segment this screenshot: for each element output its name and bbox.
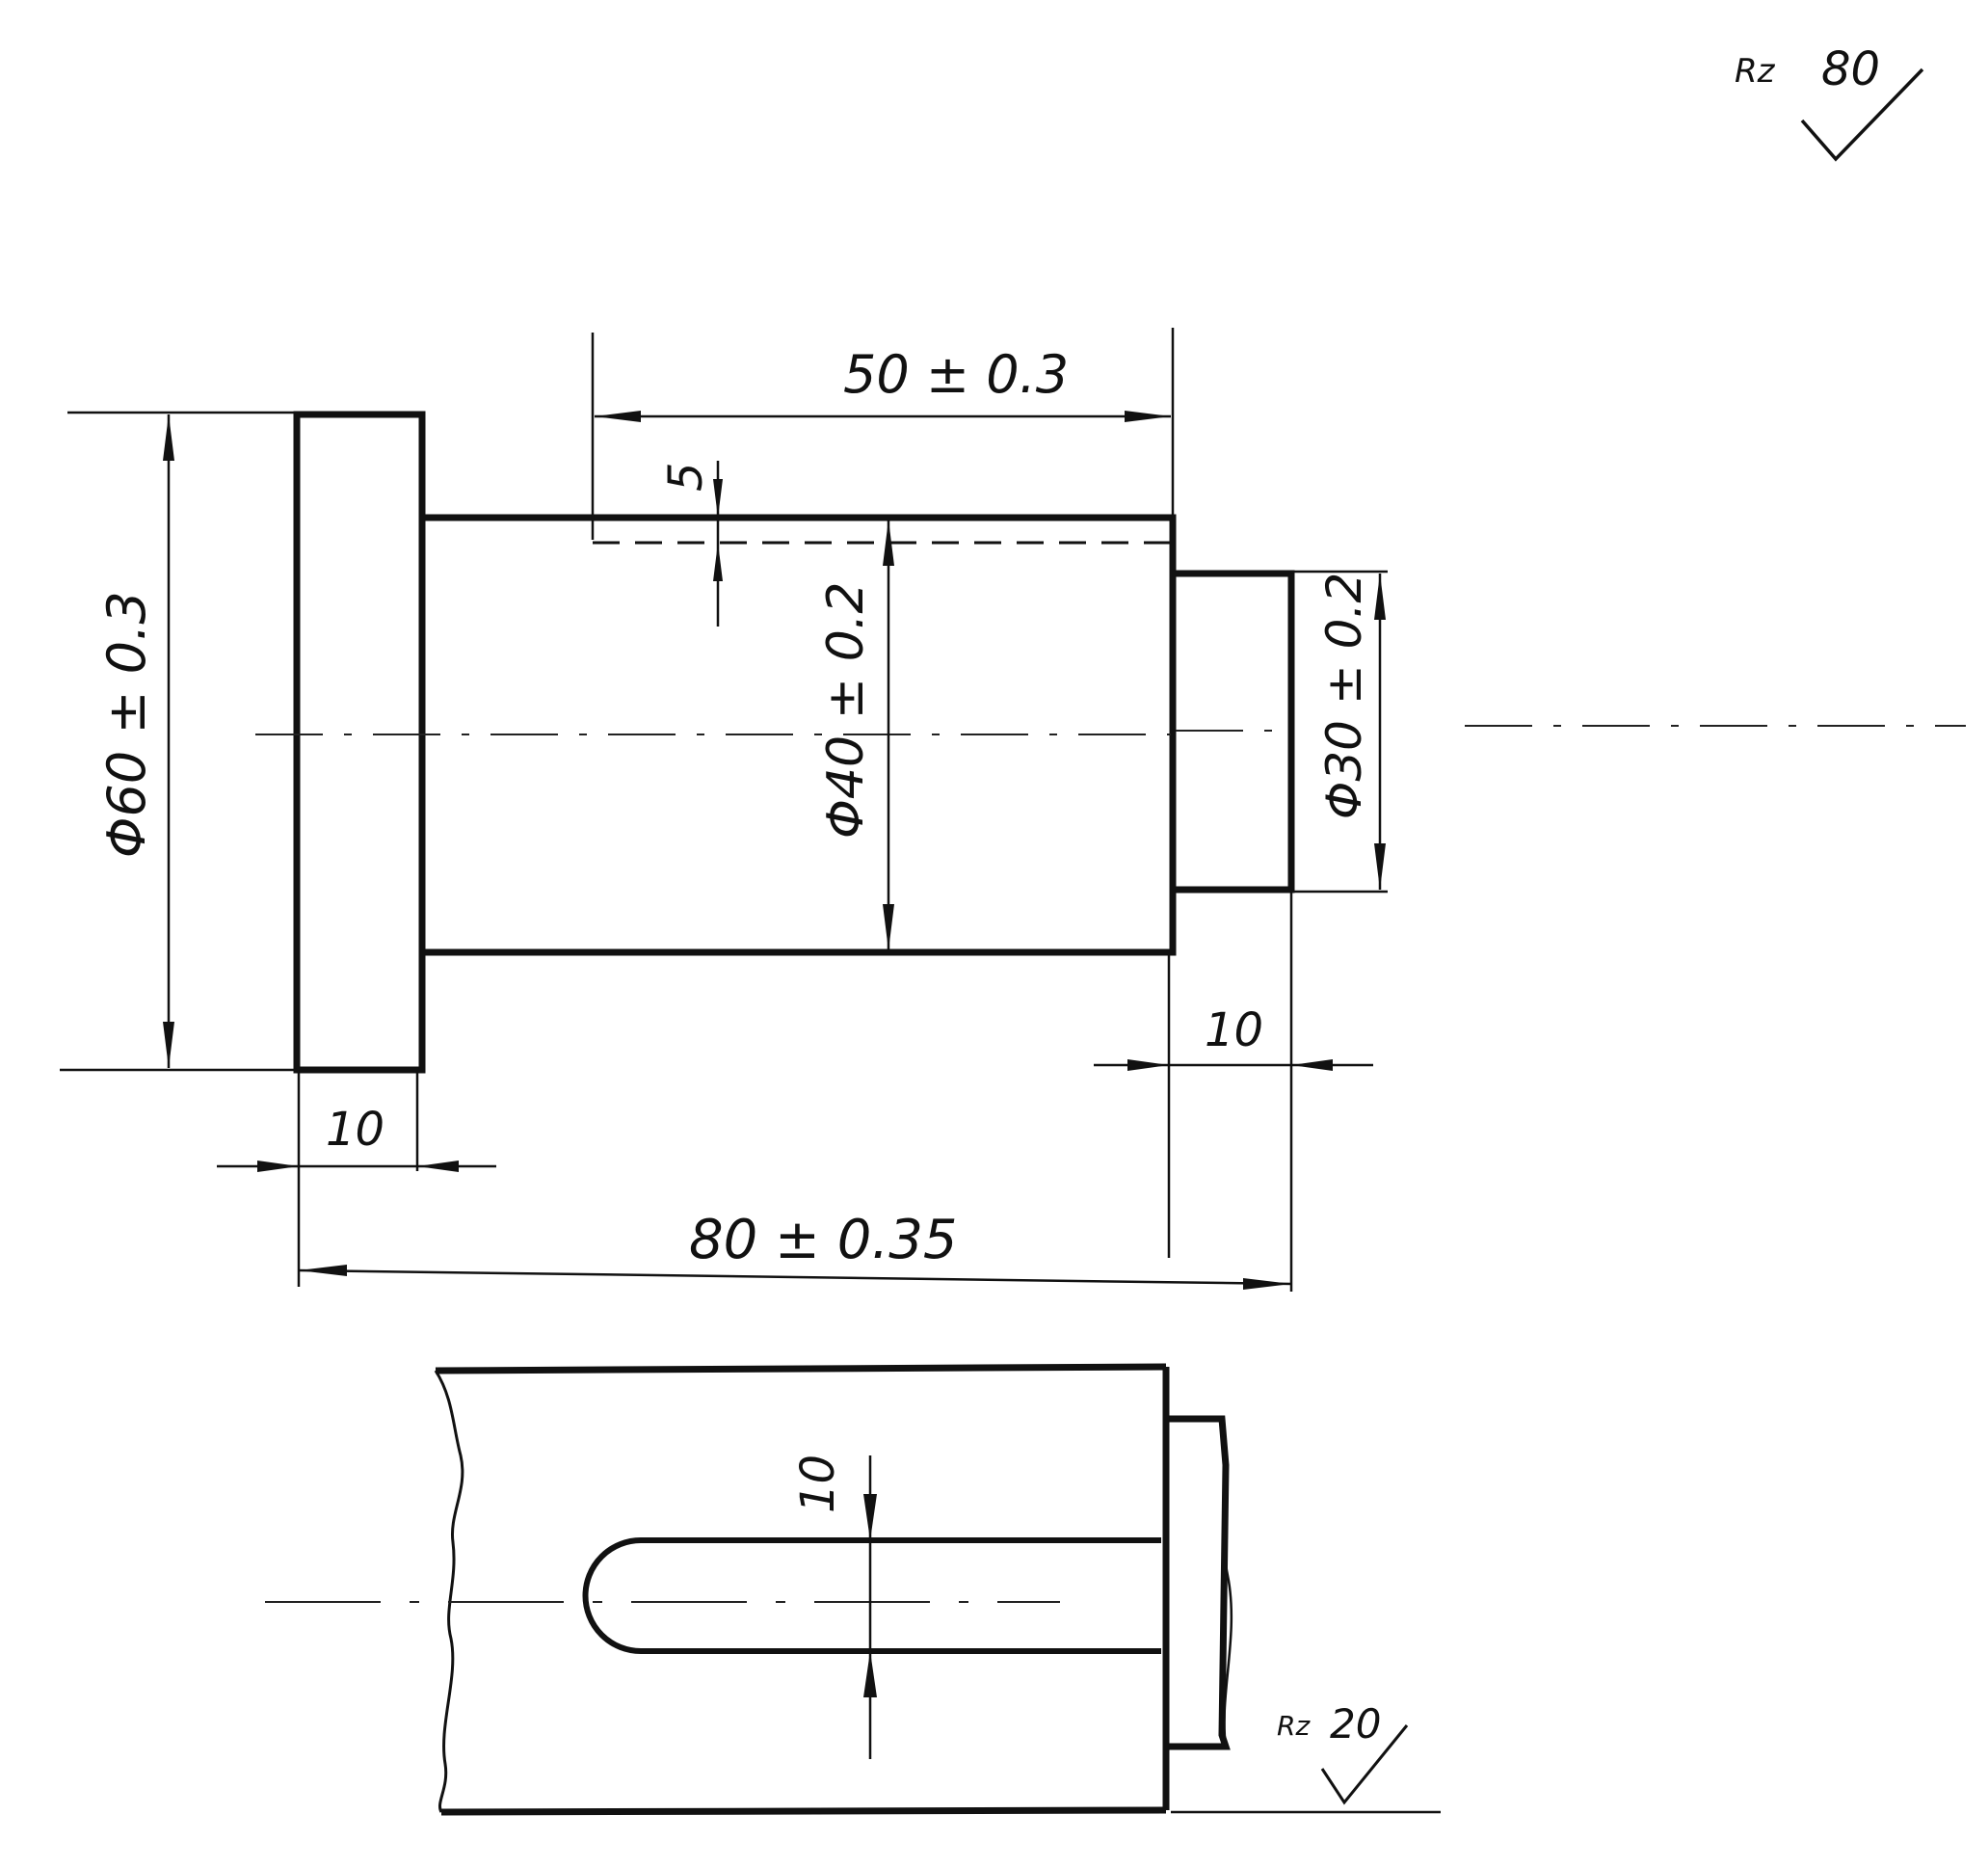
roughness-top-checkmark: [1800, 67, 1924, 162]
roughness-top-value: 80: [1821, 42, 1880, 96]
dim-text-10-left: 10: [326, 1103, 384, 1157]
arrow-10r-right: [1291, 1059, 1333, 1071]
arrow-d40-top: [883, 520, 894, 566]
roughness-symbol-bottom: Rz 20: [1277, 1700, 1409, 1805]
arrow-d30-bottom: [1374, 843, 1386, 890]
arrow-d40-bottom: [883, 904, 894, 950]
arrow-80-right: [1243, 1278, 1291, 1290]
shoulder-outline: [1173, 570, 1295, 894]
roughness-bottom-symbol: Rz: [1277, 1710, 1311, 1742]
bottom-view-shoulder: [1166, 1415, 1231, 1750]
bottom-view-top-edge: [435, 1363, 1167, 1374]
arrow-10r-left: [1127, 1059, 1169, 1071]
arrow-slot-top: [863, 1494, 877, 1540]
dim-text-d60: Φ60 ± 0.3: [96, 591, 157, 858]
roughness-top-symbol: Rz: [1735, 52, 1776, 91]
slot-outline: [582, 1537, 1161, 1654]
arrow-5-bottom: [713, 543, 723, 581]
side-view: Φ60 ± 0.3 50 ± 0.3 5 Φ40 ± 0.2 Φ30 ± 0.2…: [60, 328, 1966, 1292]
dim-text-50: 50 ± 0.3: [843, 344, 1069, 405]
arrow-50-right: [1125, 411, 1171, 422]
arrow-80-left: [299, 1265, 347, 1276]
arrow-d30-top: [1374, 574, 1386, 620]
dim-line-80: [298, 1268, 1292, 1286]
dim-text-d30: Φ30 ± 0.2: [1316, 573, 1372, 819]
arrow-50-left: [595, 411, 641, 422]
dim-text-10-right: 10: [1205, 1003, 1263, 1057]
break-line: [434, 1370, 464, 1813]
arrow-5-top: [713, 479, 723, 518]
roughness-bottom-value: 20: [1330, 1700, 1381, 1748]
dim-text-10-slot: 10: [791, 1454, 845, 1513]
arrow-10l-right: [417, 1161, 459, 1172]
roughness-symbol-top: Rz 80: [1735, 42, 1924, 162]
dim-text-5: 5: [659, 462, 713, 492]
roughness-bottom-checkmark: [1320, 1724, 1409, 1805]
flange-outline: [293, 411, 426, 1074]
bottom-view: 10: [265, 1363, 1441, 1816]
body-outline: [422, 514, 1177, 956]
dim-text-d40: Φ40 ± 0.2: [817, 582, 875, 839]
arrow-d60-top: [163, 414, 174, 461]
arrow-slot-bottom: [863, 1651, 877, 1697]
dim-text-80: 80 ± 0.35: [689, 1209, 957, 1271]
arrow-d60-bottom: [163, 1022, 174, 1068]
bottom-view-bottom-edge: [440, 1806, 1167, 1816]
bottom-view-shoulder-break: [1220, 1418, 1233, 1748]
arrow-10l-left: [257, 1161, 299, 1172]
